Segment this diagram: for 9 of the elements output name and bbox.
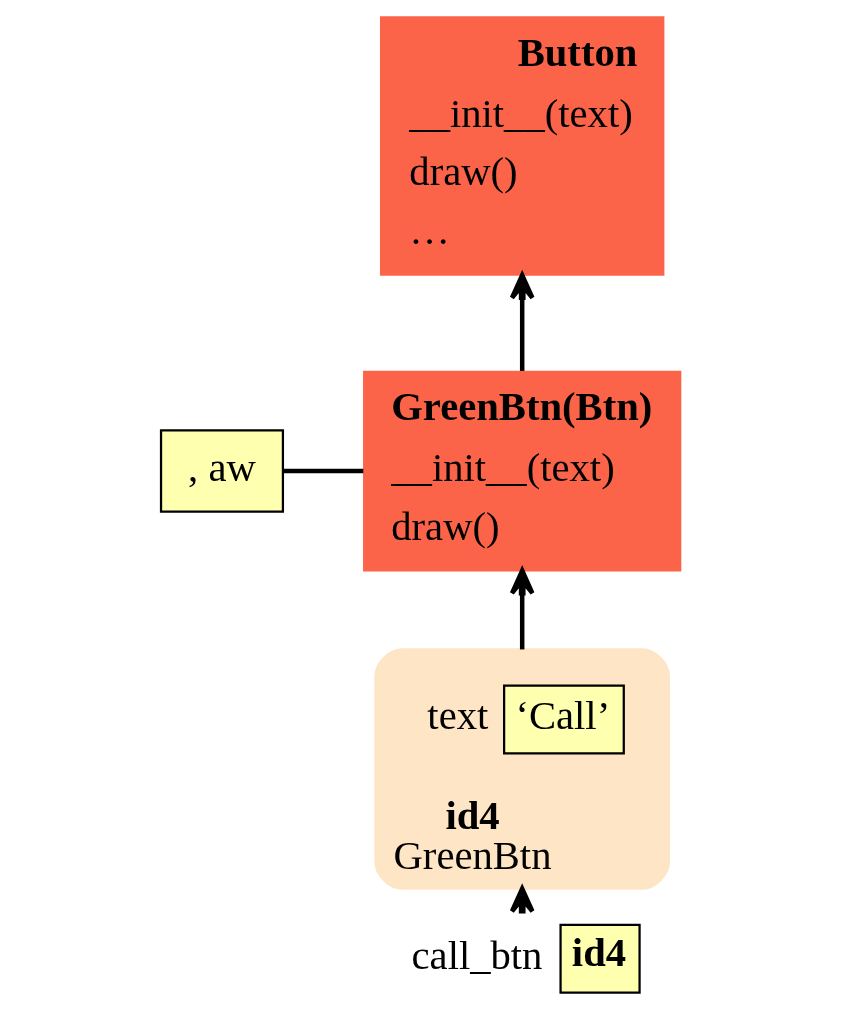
arrow [509, 886, 535, 914]
arrow [509, 272, 535, 371]
node-box: Button __init__(text) draw() … [380, 16, 665, 276]
node-label: text [427, 693, 489, 739]
connector [282, 468, 364, 474]
node-box: GreenBtn(Btn) __init__(text) draw() [363, 370, 682, 572]
arrow [509, 568, 535, 650]
node-box: , aw [159, 429, 285, 513]
node-label: call_btn [411, 932, 543, 978]
